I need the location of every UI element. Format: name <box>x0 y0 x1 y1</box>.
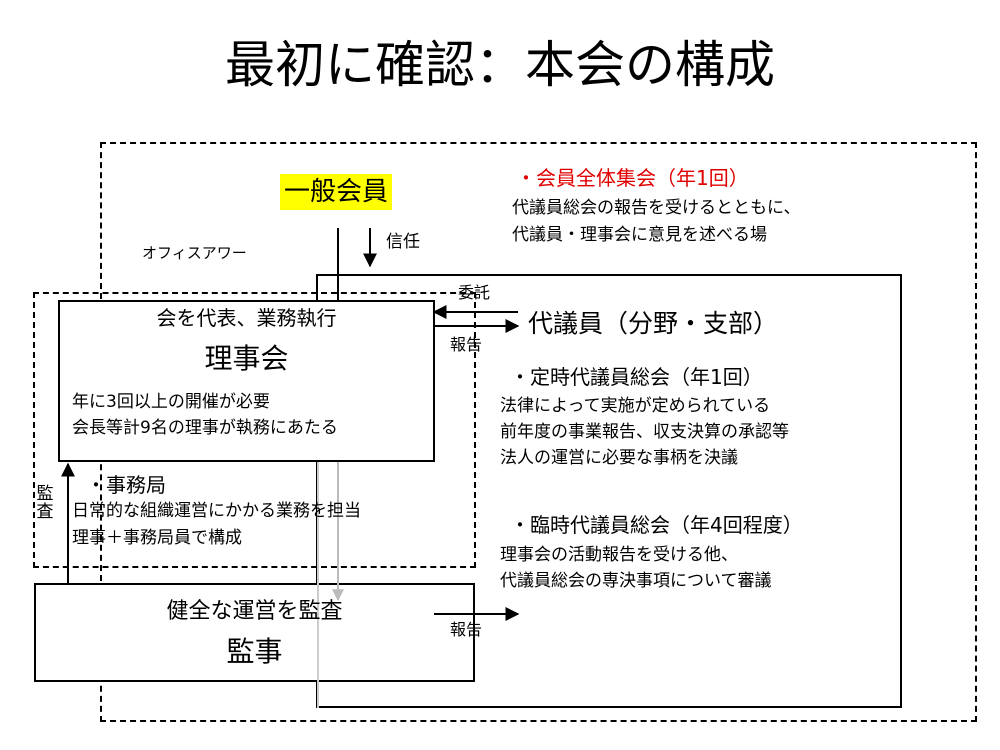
auditor-subtitle: 健全な運営を監査 <box>166 599 343 624</box>
general-assembly-line: 代議員・理事会に意見を述べる場 <box>512 225 767 245</box>
board-subtitle: 会を代表、業務執行 <box>156 306 337 330</box>
page-title: 最初に確認：本会の構成 <box>225 36 775 94</box>
secretariat-heading: ・事務局 <box>86 473 166 497</box>
regular-assembly-line: 法律によって実施が定められている <box>500 396 771 416</box>
auditor-name: 監事 <box>226 635 283 668</box>
delegates-heading: 代議員（分野・支部） <box>528 309 779 338</box>
general-member-label: 一般会員 <box>280 174 393 210</box>
regular-assembly-heading: ・定時代議員総会（年1回） <box>510 365 763 389</box>
delegation-label: 委託 <box>458 283 491 302</box>
trust-label: 信任 <box>386 232 420 252</box>
general-assembly-heading: ・会員全体集会（年1回） <box>516 166 749 190</box>
report-label-board: 報告 <box>450 335 483 354</box>
general-assembly-line: 代議員総会の報告を受けるとともに、 <box>512 198 801 218</box>
board-box <box>58 300 435 462</box>
extraordinary-assembly-heading: ・臨時代議員総会（年4回程度） <box>510 513 803 537</box>
report-label-auditor: 報告 <box>450 620 483 639</box>
office-hour-label: オフィスアワー <box>142 244 247 262</box>
auditor-box <box>34 583 475 682</box>
board-line: 年に3回以上の開催が必要 <box>72 392 270 412</box>
secretariat-line: 日常的な組織運営にかかる業務を担当 <box>72 501 361 521</box>
secretariat-line: 理事＋事務局員で構成 <box>72 528 242 548</box>
extraordinary-assembly-line: 理事会の活動報告を受ける他、 <box>500 545 738 565</box>
regular-assembly-line: 法人の運営に必要な事柄を決議 <box>500 448 738 468</box>
regular-assembly-line: 前年度の事業報告、収支決算の承認等 <box>500 422 789 442</box>
extraordinary-assembly-line: 代議員総会の専決事項について審議 <box>500 571 772 591</box>
board-line: 会長等計9名の理事が執務にあたる <box>72 418 338 438</box>
board-name: 理事会 <box>204 342 289 375</box>
audit-label: 監査 <box>36 484 54 522</box>
board-secretariat-boundary <box>33 292 476 568</box>
